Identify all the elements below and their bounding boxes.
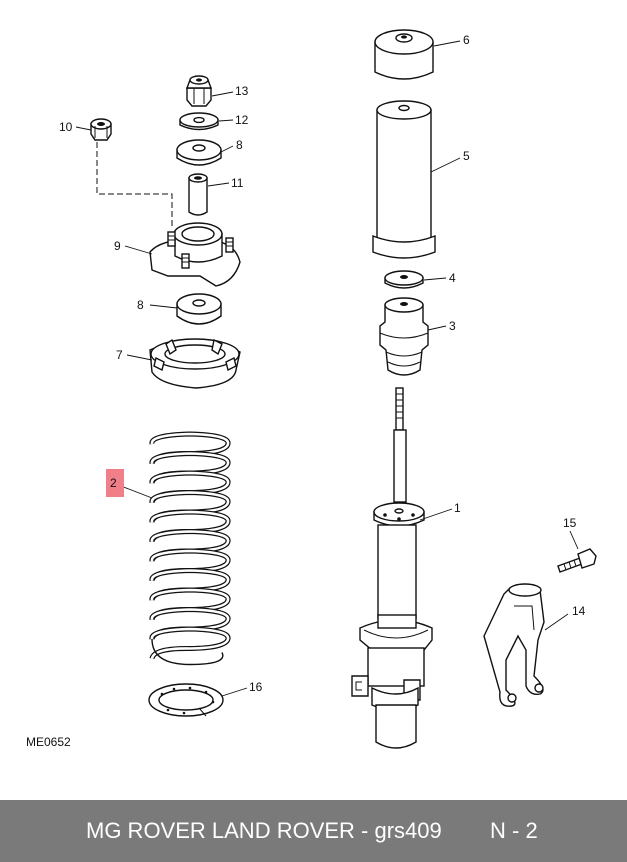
part-15-bolt <box>557 548 597 573</box>
callout-5: 5 <box>463 149 470 163</box>
part-13-top-nut <box>185 75 213 107</box>
callout-15: 15 <box>563 516 577 530</box>
part-4-washer <box>384 270 424 289</box>
part-16-seat-pad <box>148 683 224 717</box>
part-9-top-mount <box>149 222 241 287</box>
callout-14: 14 <box>572 604 586 618</box>
callout-9: 9 <box>114 239 121 253</box>
callout-10: 10 <box>59 120 73 134</box>
spring-end-coil <box>151 638 224 666</box>
callout-2: 2 <box>110 476 117 490</box>
callout-4: 4 <box>449 271 456 285</box>
callout-8-lower: 8 <box>137 298 144 312</box>
callout-3: 3 <box>449 319 456 333</box>
part-12-washer <box>179 112 219 131</box>
callout-16: 16 <box>249 680 263 694</box>
part-2-coil-spring <box>150 398 230 447</box>
callout-11: 11 <box>231 176 244 190</box>
callout-6: 6 <box>463 33 470 47</box>
footer-brand-text: MG ROVER LAND ROVER - grs409 <box>86 818 442 843</box>
part-2-highlight <box>106 469 124 497</box>
leader-lines <box>75 40 579 697</box>
part-7-spring-seat <box>149 338 241 389</box>
callout-13: 13 <box>235 84 249 98</box>
spring-coil <box>149 450 231 484</box>
spring-coil <box>149 509 231 543</box>
figure-code: ME0652 <box>26 735 71 749</box>
part-1-shock-absorber <box>351 387 433 749</box>
spring-coil <box>149 606 231 640</box>
callout-1: 1 <box>454 501 461 515</box>
spring-coil <box>149 431 231 465</box>
spring-coil <box>149 567 231 601</box>
exploded-parts-diagram: 6 5 4 3 1 13 12 8 11 10 9 8 7 2 16 15 14… <box>26 29 597 749</box>
spring-coil <box>149 626 231 660</box>
part-6-top-cap <box>374 29 434 80</box>
callout-8-upper: 8 <box>236 138 243 152</box>
spring-coils <box>149 431 231 666</box>
part-8-upper-bush <box>176 139 222 166</box>
callout-12: 12 <box>235 113 249 127</box>
spring-coil <box>149 587 231 621</box>
callout-labels: 6 5 4 3 1 13 12 8 11 10 9 8 7 2 16 15 14… <box>26 33 586 749</box>
footer-bar: MG ROVER LAND ROVER - grs409 N - 2 <box>0 800 627 862</box>
footer-page-ref: N - 2 <box>490 818 538 843</box>
part-8-lower-bush <box>176 293 222 325</box>
part-5-dust-boot <box>372 100 436 259</box>
part-14-fork-bracket <box>483 583 545 707</box>
part-11-spacer-tube <box>188 173 208 216</box>
spring-coil-highlight <box>150 627 230 659</box>
spring-coil <box>149 489 231 523</box>
part-10-nut <box>90 118 173 228</box>
part-3-bump-stop <box>379 297 429 376</box>
callout-7: 7 <box>116 348 123 362</box>
spring-coil <box>149 528 231 562</box>
spring-coil <box>149 470 231 504</box>
spring-coil <box>149 548 231 582</box>
